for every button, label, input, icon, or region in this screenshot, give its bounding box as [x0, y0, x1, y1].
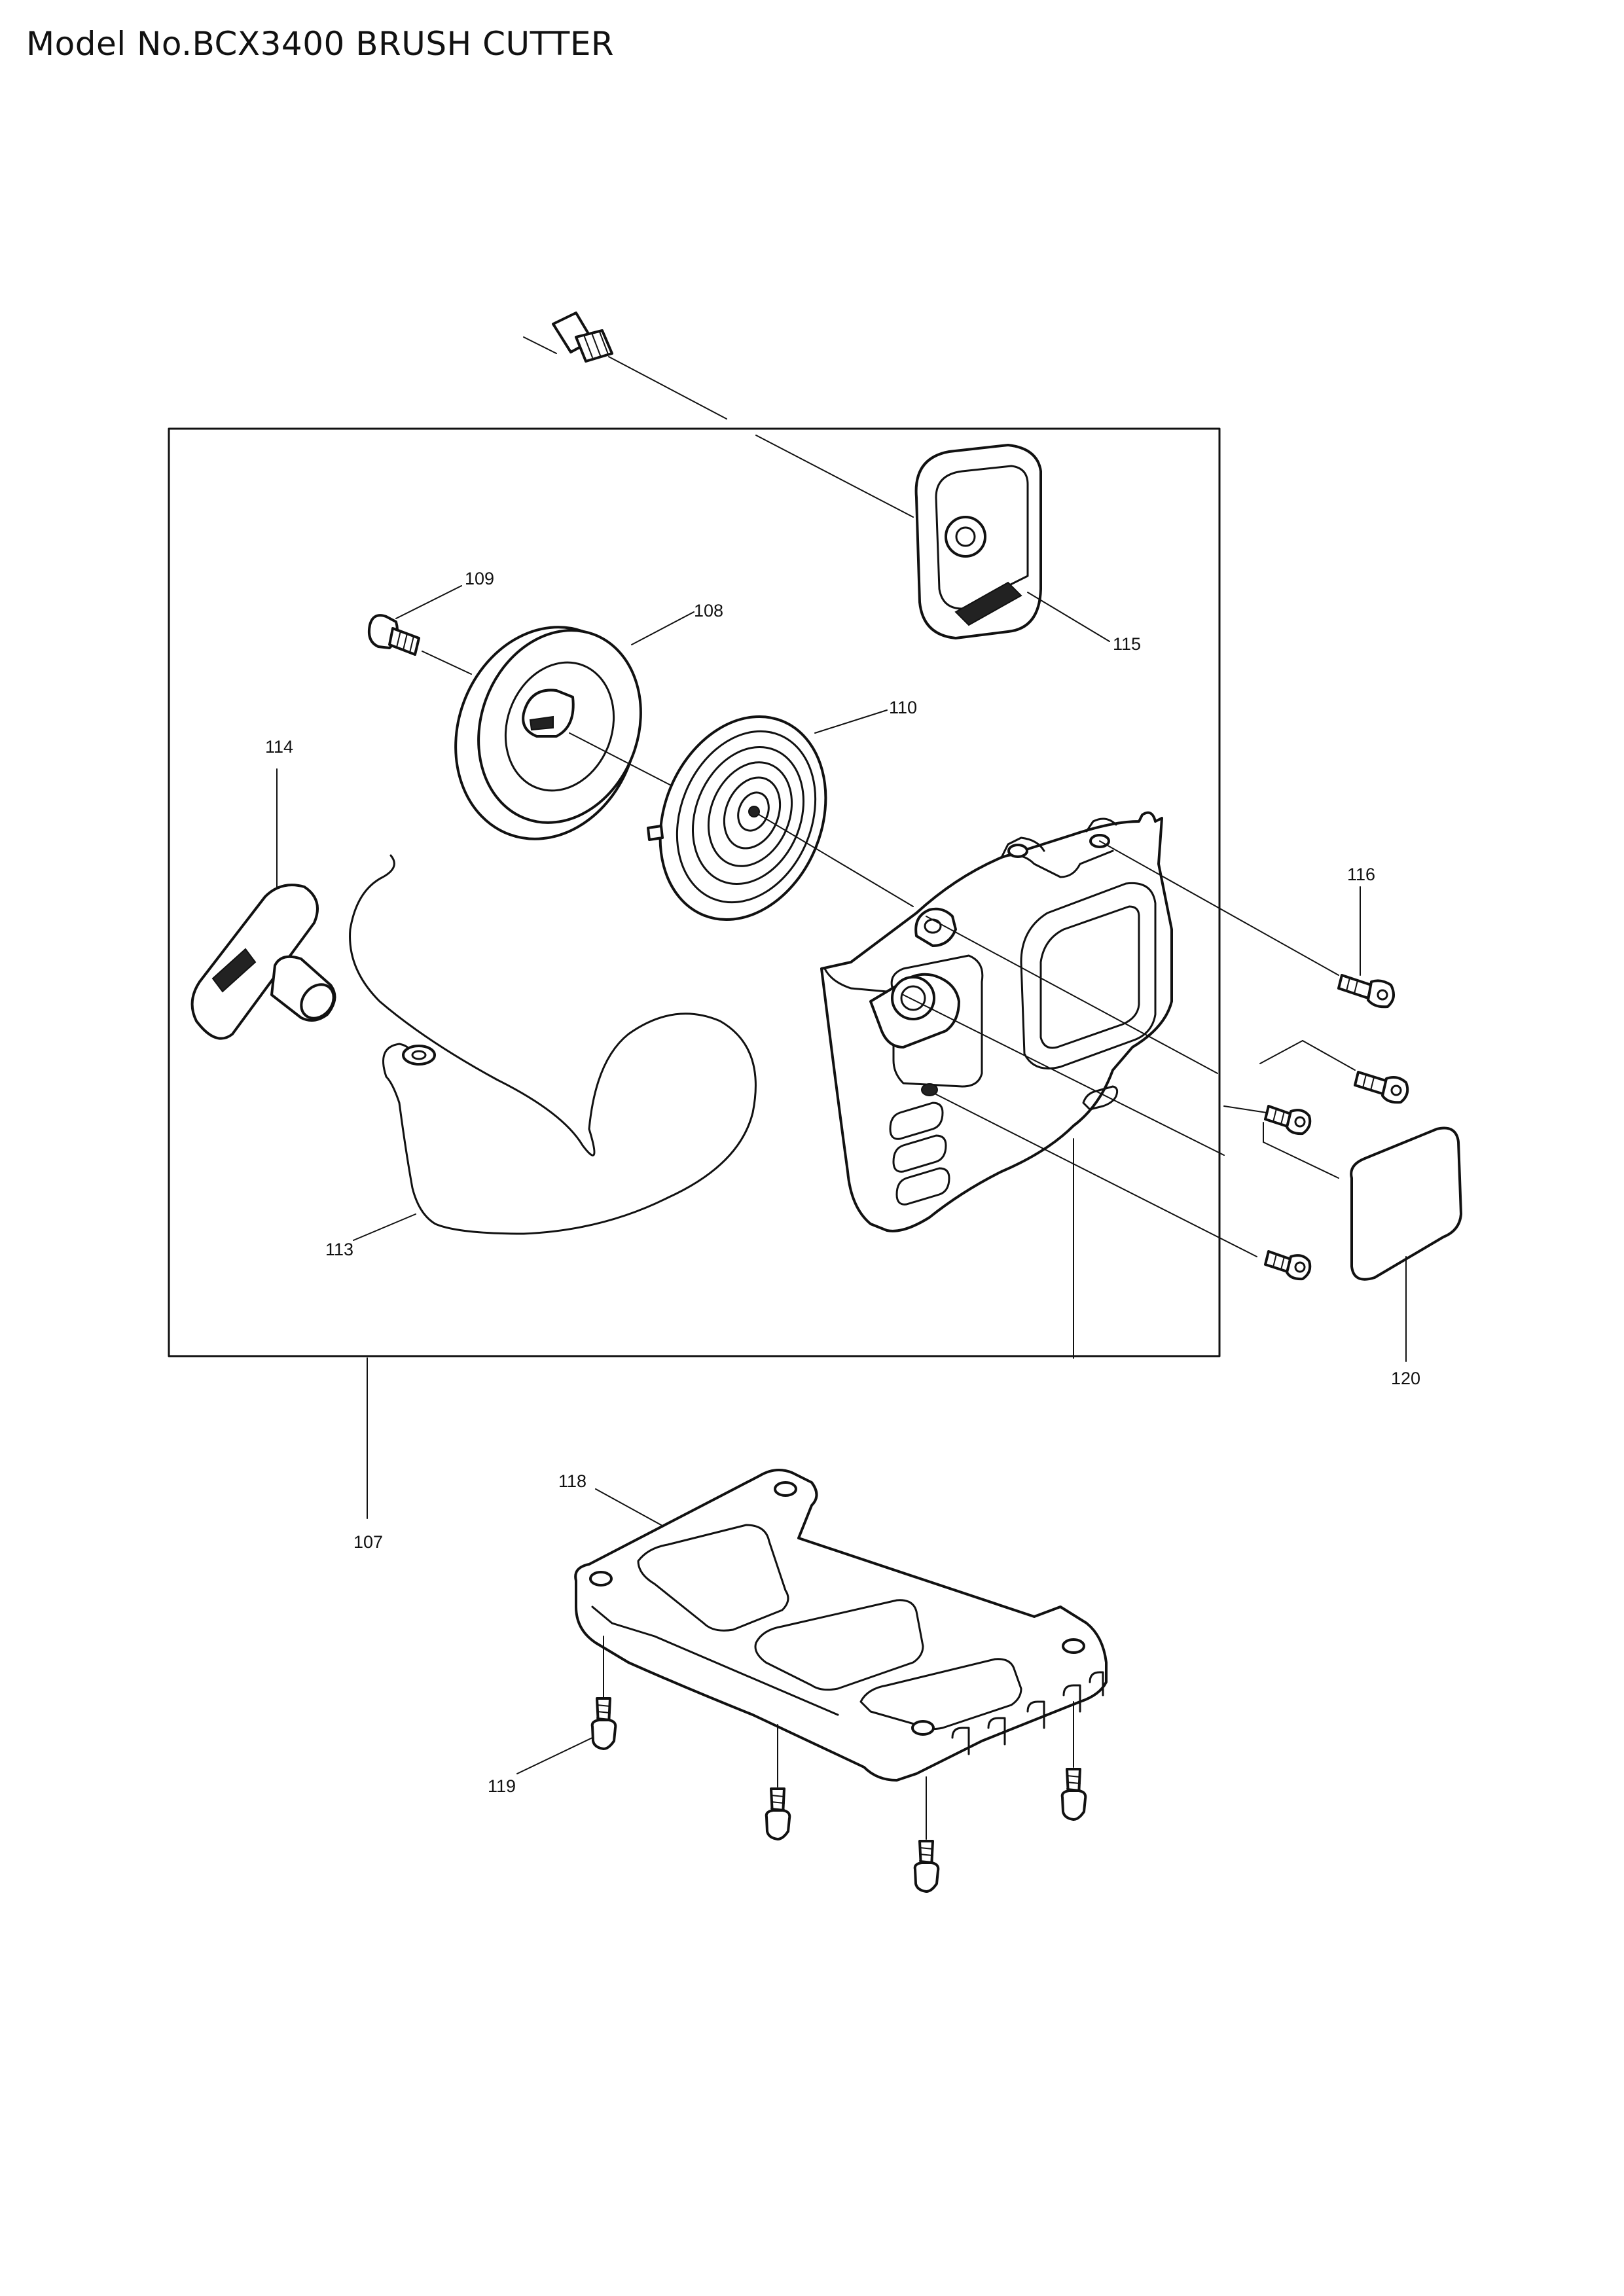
- part-108-pulley: [454, 611, 695, 840]
- leader-108-110: [569, 732, 678, 789]
- screw-right-3: [1223, 1105, 1339, 1179]
- leader-bolt-115: [608, 356, 727, 420]
- bottom-screw-3: [913, 1840, 940, 1893]
- bottom-screw-4: [1060, 1768, 1087, 1821]
- part-118-base: [574, 1469, 1108, 1782]
- label-109: 109: [465, 569, 494, 588]
- label-119: 119: [488, 1776, 516, 1796]
- screw-right-4: [1264, 1250, 1312, 1281]
- screw-right-2: [1259, 1040, 1409, 1104]
- bottom-screw-2: [765, 1787, 791, 1840]
- leader-housing-116: [1099, 840, 1339, 976]
- label-110: 110: [889, 698, 917, 717]
- label-115: 115: [1113, 634, 1141, 654]
- label-113: 113: [325, 1240, 353, 1259]
- leader-110-housing: [759, 814, 914, 907]
- starter-housing: [820, 811, 1257, 1359]
- part-113-rope: [349, 854, 757, 1241]
- leader-bolt-115b: [755, 435, 914, 518]
- page-title: Model No.BCX3400 BRUSH CUTTER: [26, 25, 615, 63]
- label-120: 120: [1391, 1369, 1420, 1388]
- part-119-screw: [516, 1697, 617, 1774]
- part-120-plate: [1350, 1126, 1462, 1362]
- assembly-frame: [168, 427, 1221, 1357]
- label-118: 118: [558, 1471, 586, 1491]
- label-114: 114: [265, 737, 293, 757]
- part-109-screw: [367, 585, 472, 675]
- part-114-handle: [190, 768, 336, 1040]
- part-115-bracket: [914, 444, 1110, 642]
- label-116: 116: [1347, 865, 1375, 884]
- part-116-screw: [1337, 886, 1395, 1009]
- top-bolt: [523, 312, 613, 363]
- label-108: 108: [694, 601, 723, 620]
- part-110-spring: [647, 709, 888, 922]
- label-107: 107: [353, 1532, 383, 1552]
